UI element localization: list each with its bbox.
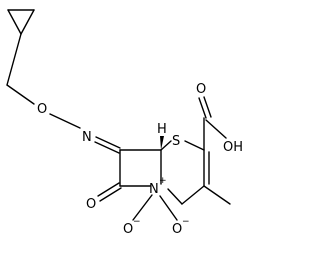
acid-hydroxyl-label: OH	[223, 140, 243, 155]
bond	[94, 141, 120, 154]
cyclopropylmethoxy-chain	[6, 33, 121, 154]
bond	[97, 182, 120, 197]
chemical-structure-diagram: O N H S O OH O N + O − O −	[6, 9, 243, 237]
bond	[49, 113, 81, 129]
bond	[6, 84, 35, 105]
oxime-oxygen-label: O	[37, 102, 47, 117]
bond	[198, 97, 207, 119]
n-oxide-left-charge-label: −	[133, 217, 141, 227]
lactam-oxygen-label: O	[86, 197, 96, 212]
bond	[181, 185, 205, 205]
beta-lactam-ring	[97, 149, 162, 202]
carbonyl-oxygen-label: O	[196, 82, 206, 97]
oxime-nitrogen-label: N	[82, 130, 92, 145]
bond	[99, 187, 122, 202]
bond	[159, 195, 178, 221]
bond	[167, 188, 183, 205]
n-oxide-bonds	[132, 194, 178, 221]
bond	[95, 136, 121, 149]
cyclopropyl-ring	[7, 9, 35, 35]
bond	[6, 33, 22, 86]
ring-sulfur-label: S	[172, 134, 180, 149]
dihydrothiazine-ring	[160, 140, 210, 205]
methyl-bond	[203, 185, 231, 205]
bond	[7, 9, 22, 35]
ring-nitrogen-label: N	[149, 182, 159, 197]
bond	[203, 96, 212, 118]
n-oxide-oxygen-left-label: O	[123, 222, 133, 237]
n-oxide-right-charge-label: −	[182, 217, 190, 227]
stereo-hydrogen-label: H	[157, 122, 167, 137]
stereo-wedge-bond	[160, 136, 164, 150]
nitrogen-charge-label: +	[159, 176, 167, 186]
bond	[132, 194, 153, 221]
carboxylic-acid-group	[198, 96, 227, 151]
bond	[184, 140, 205, 151]
bond	[205, 119, 227, 139]
n-oxide-oxygen-right-label: O	[172, 222, 182, 237]
bond	[160, 140, 172, 151]
bond	[20, 9, 35, 35]
